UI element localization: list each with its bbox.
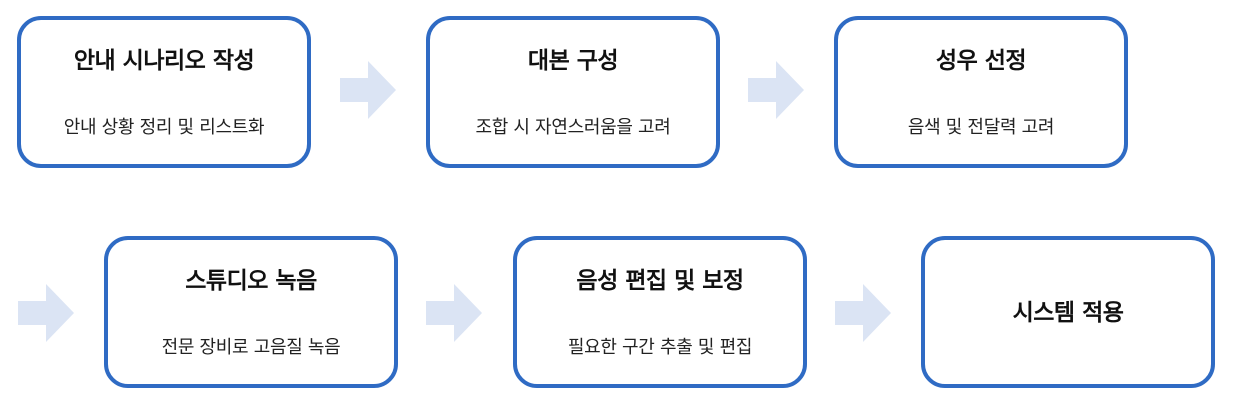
step-box-voice-actor: 성우 선정 음색 및 전달력 고려 xyxy=(834,16,1128,168)
step-title: 시스템 적용 xyxy=(1012,300,1124,326)
right-arrow-icon xyxy=(748,61,804,119)
right-arrow-icon xyxy=(426,284,482,342)
step-description: 전문 장비로 고음질 녹음 xyxy=(161,337,341,358)
step-box-script: 대본 구성 조합 시 자연스러움을 고려 xyxy=(426,16,720,168)
step-box-scenario: 안내 시나리오 작성 안내 상황 정리 및 리스트화 xyxy=(17,16,311,168)
step-title: 성우 선정 xyxy=(935,48,1027,74)
step-description: 안내 상황 정리 및 리스트화 xyxy=(63,117,265,138)
step-box-editing: 음성 편집 및 보정 필요한 구간 추출 및 편집 xyxy=(513,236,807,388)
right-arrow-icon xyxy=(835,284,891,342)
step-description: 필요한 구간 추출 및 편집 xyxy=(567,337,753,358)
right-arrow-icon xyxy=(340,61,396,119)
step-title: 안내 시나리오 작성 xyxy=(73,48,255,74)
step-title: 스튜디오 녹음 xyxy=(185,268,317,294)
step-title: 음성 편집 및 보정 xyxy=(576,268,744,294)
step-description: 조합 시 자연스러움을 고려 xyxy=(475,117,671,138)
step-box-recording: 스튜디오 녹음 전문 장비로 고음질 녹음 xyxy=(104,236,398,388)
step-description: 음색 및 전달력 고려 xyxy=(907,117,1055,138)
step-box-system-apply: 시스템 적용 xyxy=(921,236,1215,388)
step-title: 대본 구성 xyxy=(527,48,619,74)
right-arrow-icon xyxy=(18,284,74,342)
